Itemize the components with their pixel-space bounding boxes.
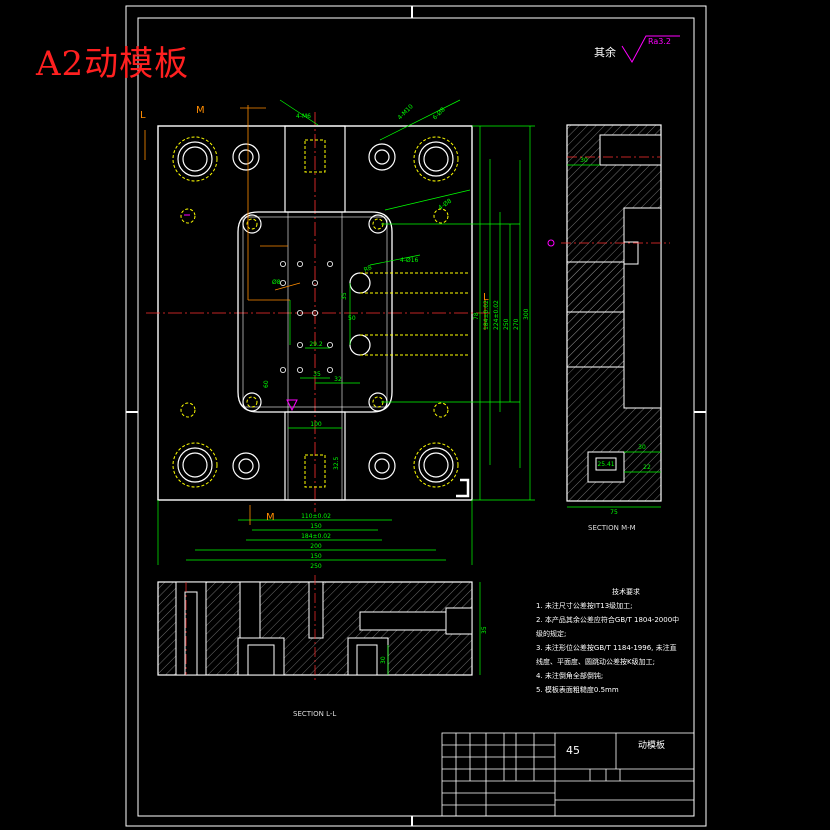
roughness-value: Ra3.2 xyxy=(648,37,671,46)
dim-front-7: 35 xyxy=(313,371,321,378)
cut-label-l-right: L xyxy=(483,292,489,303)
cut-label-l-left: L xyxy=(140,110,146,121)
dim-front-9: 29.2 xyxy=(309,341,323,348)
roughness-prefix: 其余 xyxy=(594,45,616,59)
hole-label-1: 4-M6 xyxy=(296,113,311,120)
section-ll-label: SECTION L-L xyxy=(293,710,337,718)
guide-hole-bl xyxy=(177,447,213,483)
dim-side-5: 184±0.02 xyxy=(483,300,490,330)
dim-mm-5: 25.41 xyxy=(597,461,614,468)
dim-side-6: 78 xyxy=(473,312,480,320)
tech-note-3: 级的规定; xyxy=(536,630,567,638)
hole-label-4: 4-Ø8 xyxy=(437,197,453,211)
dim-front-11: 60 xyxy=(263,380,270,388)
dim-side-4: 224±0.02 xyxy=(493,300,500,330)
tech-note-6: 4. 未注倒角全部倒钝; xyxy=(536,672,604,680)
tech-note-2: 2. 本产品其余公差应符合GB/T 1804-2000中 xyxy=(536,616,680,624)
screw-hole-1 xyxy=(232,143,260,171)
tech-note-4: 3. 未注形位公差按GB/T 1184-1996, 未注直 xyxy=(536,644,677,652)
dim-front-12: 32.5 xyxy=(333,456,340,470)
dim-mm-2: 75 xyxy=(610,509,618,516)
section-l-l-view: 35 30 xyxy=(157,575,488,680)
dim-front-8: 32 xyxy=(334,376,342,383)
dim-side-7: 50 xyxy=(348,315,356,322)
part-name-label: 动模板 xyxy=(638,741,666,751)
bottom-slot xyxy=(284,411,346,501)
roughness-symbol xyxy=(621,35,680,63)
tech-note-7: 5. 模板表面粗糙度0.5mm xyxy=(536,686,619,694)
cavity-pocket xyxy=(237,211,393,413)
dim-front-4: 150 xyxy=(310,523,322,530)
inner-frame xyxy=(137,17,695,817)
dim-front-5: 110±0.02 xyxy=(301,513,331,520)
guide-hole-tl xyxy=(177,141,213,177)
dim-front-3: 184±0.02 xyxy=(301,533,331,540)
screw-hole-4 xyxy=(368,452,396,480)
screw-hole-2 xyxy=(368,143,396,171)
drawing-title: A2动模板 xyxy=(36,44,190,84)
guide-hole-tr xyxy=(418,141,454,177)
hole-label-2: 4-M10 xyxy=(396,103,414,121)
title-block xyxy=(441,732,695,817)
tech-note-5: 线度、平面度、圆跳动公差按K级加工; xyxy=(536,658,655,666)
dim-mm-1: 30 xyxy=(580,157,588,164)
dim-ll-2: 30 xyxy=(380,656,387,664)
technical-notes: 技术要求 1. 未注尺寸公差按IT13级加工; 2. 本产品其余公差应符合GB/… xyxy=(536,585,696,697)
dim-ll-1: 35 xyxy=(481,626,488,634)
top-slot xyxy=(284,125,346,213)
outer-frame xyxy=(125,5,707,827)
dim-front-1: 150 xyxy=(310,553,322,560)
dim-side-2: 270 xyxy=(513,318,520,330)
dim-side-3: 250 xyxy=(503,318,510,330)
material-label: 45 xyxy=(566,744,580,757)
dim-side-8: 35 xyxy=(341,292,348,300)
tech-note-1: 1. 未注尺寸公差按IT13级加工; xyxy=(536,602,633,610)
screw-hole-3 xyxy=(232,452,260,480)
section-m-m-view: 30 75 30 22 25.41 xyxy=(547,124,670,516)
front-view: M L L M 150 200 184±0.02 150 110±0.02 10… xyxy=(140,99,535,570)
dim-front-10: 250 xyxy=(310,563,322,570)
tech-notes-title: 技术要求 xyxy=(612,588,640,596)
hole-label-7: R8 xyxy=(363,264,373,274)
dim-side-1: 300 xyxy=(523,308,530,320)
cut-label-m-top: M xyxy=(196,105,205,116)
dim-mm-3: 30 xyxy=(638,444,646,451)
cut-label-m-bottom: M xyxy=(266,512,275,523)
dim-front-2: 200 xyxy=(310,543,322,550)
hole-label-6: Ø8 xyxy=(272,279,281,286)
section-mm-label: SECTION M-M xyxy=(588,524,636,532)
hole-label-5: 4-Ø16 xyxy=(400,257,419,264)
dim-front-6: 100 xyxy=(310,421,322,428)
hole-label-3: 6-Ø8 xyxy=(431,106,446,121)
dim-mm-4: 22 xyxy=(643,464,651,471)
guide-hole-br xyxy=(418,447,454,483)
